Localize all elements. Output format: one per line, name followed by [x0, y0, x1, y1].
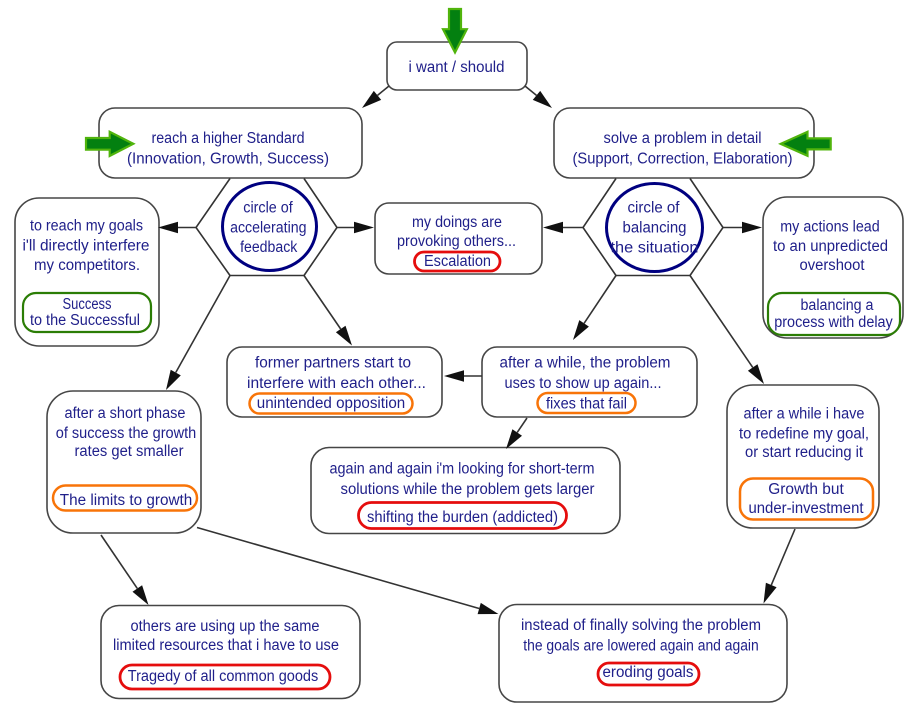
svg-text:after a while i have: after a while i have [744, 406, 865, 423]
svg-text:solve a problem in detail: solve a problem in detail [604, 130, 762, 147]
svg-text:circle of: circle of [628, 200, 681, 217]
svg-text:to an unpredicted: to an unpredicted [773, 238, 888, 255]
svg-text:process with delay: process with delay [774, 314, 893, 331]
svg-text:Tragedy of all common goods: Tragedy of all common goods [128, 668, 319, 685]
svg-text:balancing a: balancing a [801, 297, 874, 314]
svg-text:to reach my goals: to reach my goals [30, 218, 143, 235]
svg-text:provoking others...: provoking others... [397, 233, 516, 250]
svg-text:reach a higher Standard: reach a higher Standard [152, 130, 305, 147]
svg-text:solutions while the problem ge: solutions while the problem gets larger [341, 481, 595, 498]
svg-text:uses to show up again...: uses to show up again... [505, 375, 662, 392]
svg-text:balancing: balancing [623, 220, 687, 237]
svg-text:under-investment: under-investment [749, 500, 865, 517]
svg-text:interfere with each other...: interfere with each other... [247, 375, 426, 392]
svg-text:limited resources that i have: limited resources that i have to use [113, 637, 339, 654]
svg-text:Growth but: Growth but [768, 481, 844, 498]
svg-text:feedback: feedback [240, 239, 297, 256]
svg-text:of success the growth: of success the growth [56, 425, 197, 442]
svg-text:shifting the burden (addicted): shifting the burden (addicted) [367, 509, 558, 526]
svg-text:rates get smaller: rates get smaller [75, 443, 184, 460]
svg-text:the situation: the situation [611, 240, 699, 257]
svg-text:fixes that fail: fixes that fail [546, 396, 627, 413]
svg-text:the goals are lowered again an: the goals are lowered again and again [523, 638, 759, 655]
svg-text:again and again i'm looking fo: again and again i'm looking for short-te… [330, 461, 595, 478]
svg-text:Success: Success [63, 296, 112, 313]
svg-text:(Innovation, Growth, Success): (Innovation, Growth, Success) [127, 151, 329, 168]
svg-text:overshoot: overshoot [800, 257, 866, 274]
svg-text:i'll directly interfere: i'll directly interfere [23, 238, 150, 255]
svg-text:circle of: circle of [243, 200, 293, 217]
svg-text:i want / should: i want / should [409, 59, 505, 76]
svg-text:my actions lead: my actions lead [780, 219, 880, 236]
svg-text:The limits to growth: The limits to growth [60, 492, 193, 509]
svg-text:my competitors.: my competitors. [34, 257, 140, 274]
svg-text:instead of finally solving the: instead of finally solving the problem [521, 617, 761, 634]
svg-text:or start reducing it: or start reducing it [745, 444, 864, 461]
svg-text:to redefine my goal,: to redefine my goal, [739, 426, 869, 443]
svg-text:eroding goals: eroding goals [603, 664, 694, 681]
svg-text:accelerating: accelerating [230, 220, 306, 237]
svg-text:my doings are: my doings are [412, 214, 502, 231]
svg-text:former partners start to: former partners start to [255, 355, 411, 372]
svg-text:others are using up the same: others are using up the same [131, 618, 320, 635]
svg-text:Escalation: Escalation [424, 253, 491, 270]
svg-text:unintended opposition: unintended opposition [257, 395, 406, 412]
svg-text:after a short phase: after a short phase [65, 405, 186, 422]
svg-text:after a while, the problem: after a while, the problem [500, 355, 671, 372]
svg-text:to the Successful: to the Successful [30, 312, 140, 329]
svg-text:(Support, Correction, Elaborat: (Support, Correction, Elaboration) [573, 151, 793, 168]
